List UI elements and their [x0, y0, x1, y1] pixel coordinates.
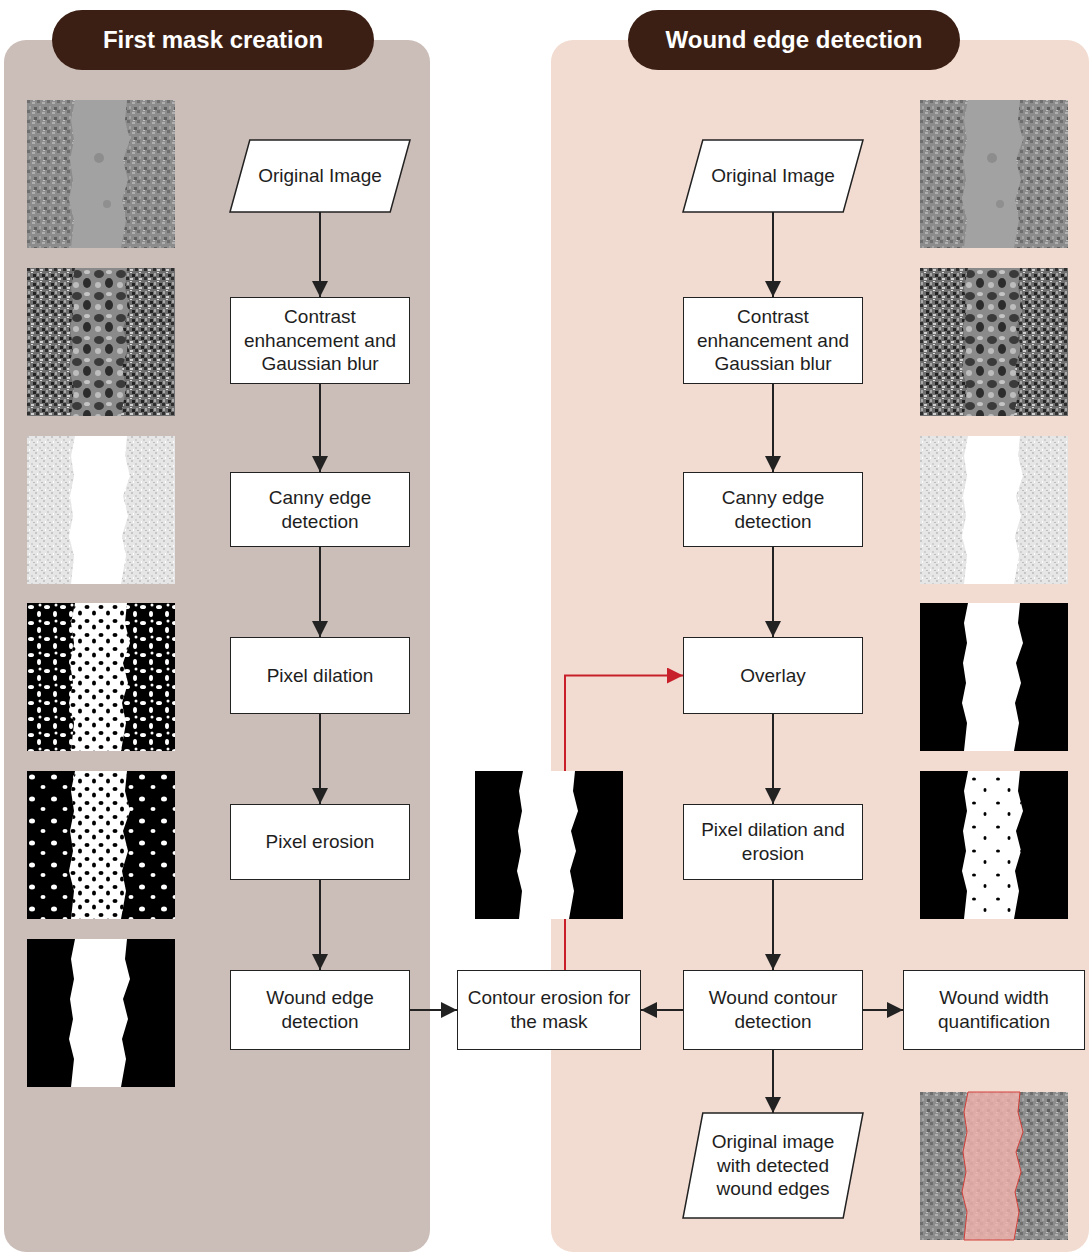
thumbnail-result [920, 1092, 1068, 1240]
thumbnail-dilation-erosion [920, 771, 1068, 919]
box-label: Contour erosion for the mask [466, 986, 632, 1034]
flow-arrow [319, 714, 321, 804]
box-label: Contrast enhancement and Gaussian blur [692, 305, 854, 376]
thumbnail-overlay [920, 603, 1068, 751]
thumbnail-original [27, 100, 175, 248]
flow-arrow [641, 1009, 683, 1011]
process-box: Canny edge detection [230, 472, 410, 547]
box-label: Wound contour detection [692, 986, 854, 1034]
io-parallelogram: Original Image [683, 140, 863, 212]
panel-title: First mask creation [103, 26, 323, 54]
thumbnail-canny [27, 436, 175, 584]
flow-arrow [410, 1009, 457, 1011]
flow-arrow [319, 212, 321, 297]
flow-arrow [772, 1050, 774, 1113]
panel-header: First mask creation [52, 10, 374, 70]
parallelogram-outline [683, 140, 863, 212]
flow-arrow [772, 212, 774, 297]
box-label: Contrast enhancement and Gaussian blur [239, 305, 401, 376]
thumbnail-contrast [27, 268, 175, 416]
process-box: Contour erosion for the mask [457, 970, 641, 1050]
thumbnail-mask [475, 771, 623, 919]
flow-arrow [772, 547, 774, 637]
io-parallelogram: Original Image [230, 140, 410, 212]
box-label: Wound edge detection [239, 986, 401, 1034]
thumbnail-canny [920, 436, 1068, 584]
flow-arrow [319, 880, 321, 970]
parallelogram-outline [683, 1113, 863, 1218]
panel-header: Wound edge detection [628, 10, 960, 70]
thumbnail-mask [27, 939, 175, 1087]
process-box: Pixel erosion [230, 804, 410, 880]
box-label: Original image with detected wound edges [703, 1130, 843, 1201]
process-box: Wound contour detection [683, 970, 863, 1050]
thumbnail-contrast [920, 268, 1068, 416]
flow-arrow [319, 384, 321, 472]
box-label: Original Image [711, 164, 835, 188]
panel-title: Wound edge detection [666, 26, 923, 54]
parallelogram-outline [230, 140, 410, 212]
box-label: Pixel erosion [266, 830, 375, 854]
process-box: Canny edge detection [683, 472, 863, 547]
process-box: Pixel dilation [230, 637, 410, 714]
process-box: Wound width quantification [903, 970, 1085, 1050]
flow-arrow [772, 384, 774, 472]
flow-arrow [772, 880, 774, 970]
process-box: Contrast enhancement and Gaussian blur [683, 297, 863, 384]
box-label: Pixel dilation [267, 664, 374, 688]
process-box: Contrast enhancement and Gaussian blur [230, 297, 410, 384]
process-box: Pixel dilation and erosion [683, 804, 863, 880]
io-parallelogram: Original image with detected wound edges [683, 1113, 863, 1218]
process-box: Overlay [683, 637, 863, 714]
thumbnail-dilation [27, 603, 175, 751]
box-label: Wound width quantification [912, 986, 1076, 1034]
thumbnail-original [920, 100, 1068, 248]
box-label: Canny edge detection [692, 486, 854, 534]
box-label: Pixel dilation and erosion [692, 818, 854, 866]
box-label: Original Image [258, 164, 382, 188]
thumbnail-erosion [27, 771, 175, 919]
box-label: Canny edge detection [239, 486, 401, 534]
flow-arrow [863, 1009, 903, 1011]
process-box: Wound edge detection [230, 970, 410, 1050]
flow-arrow [772, 714, 774, 804]
flow-arrow [319, 547, 321, 637]
box-label: Overlay [740, 664, 805, 688]
